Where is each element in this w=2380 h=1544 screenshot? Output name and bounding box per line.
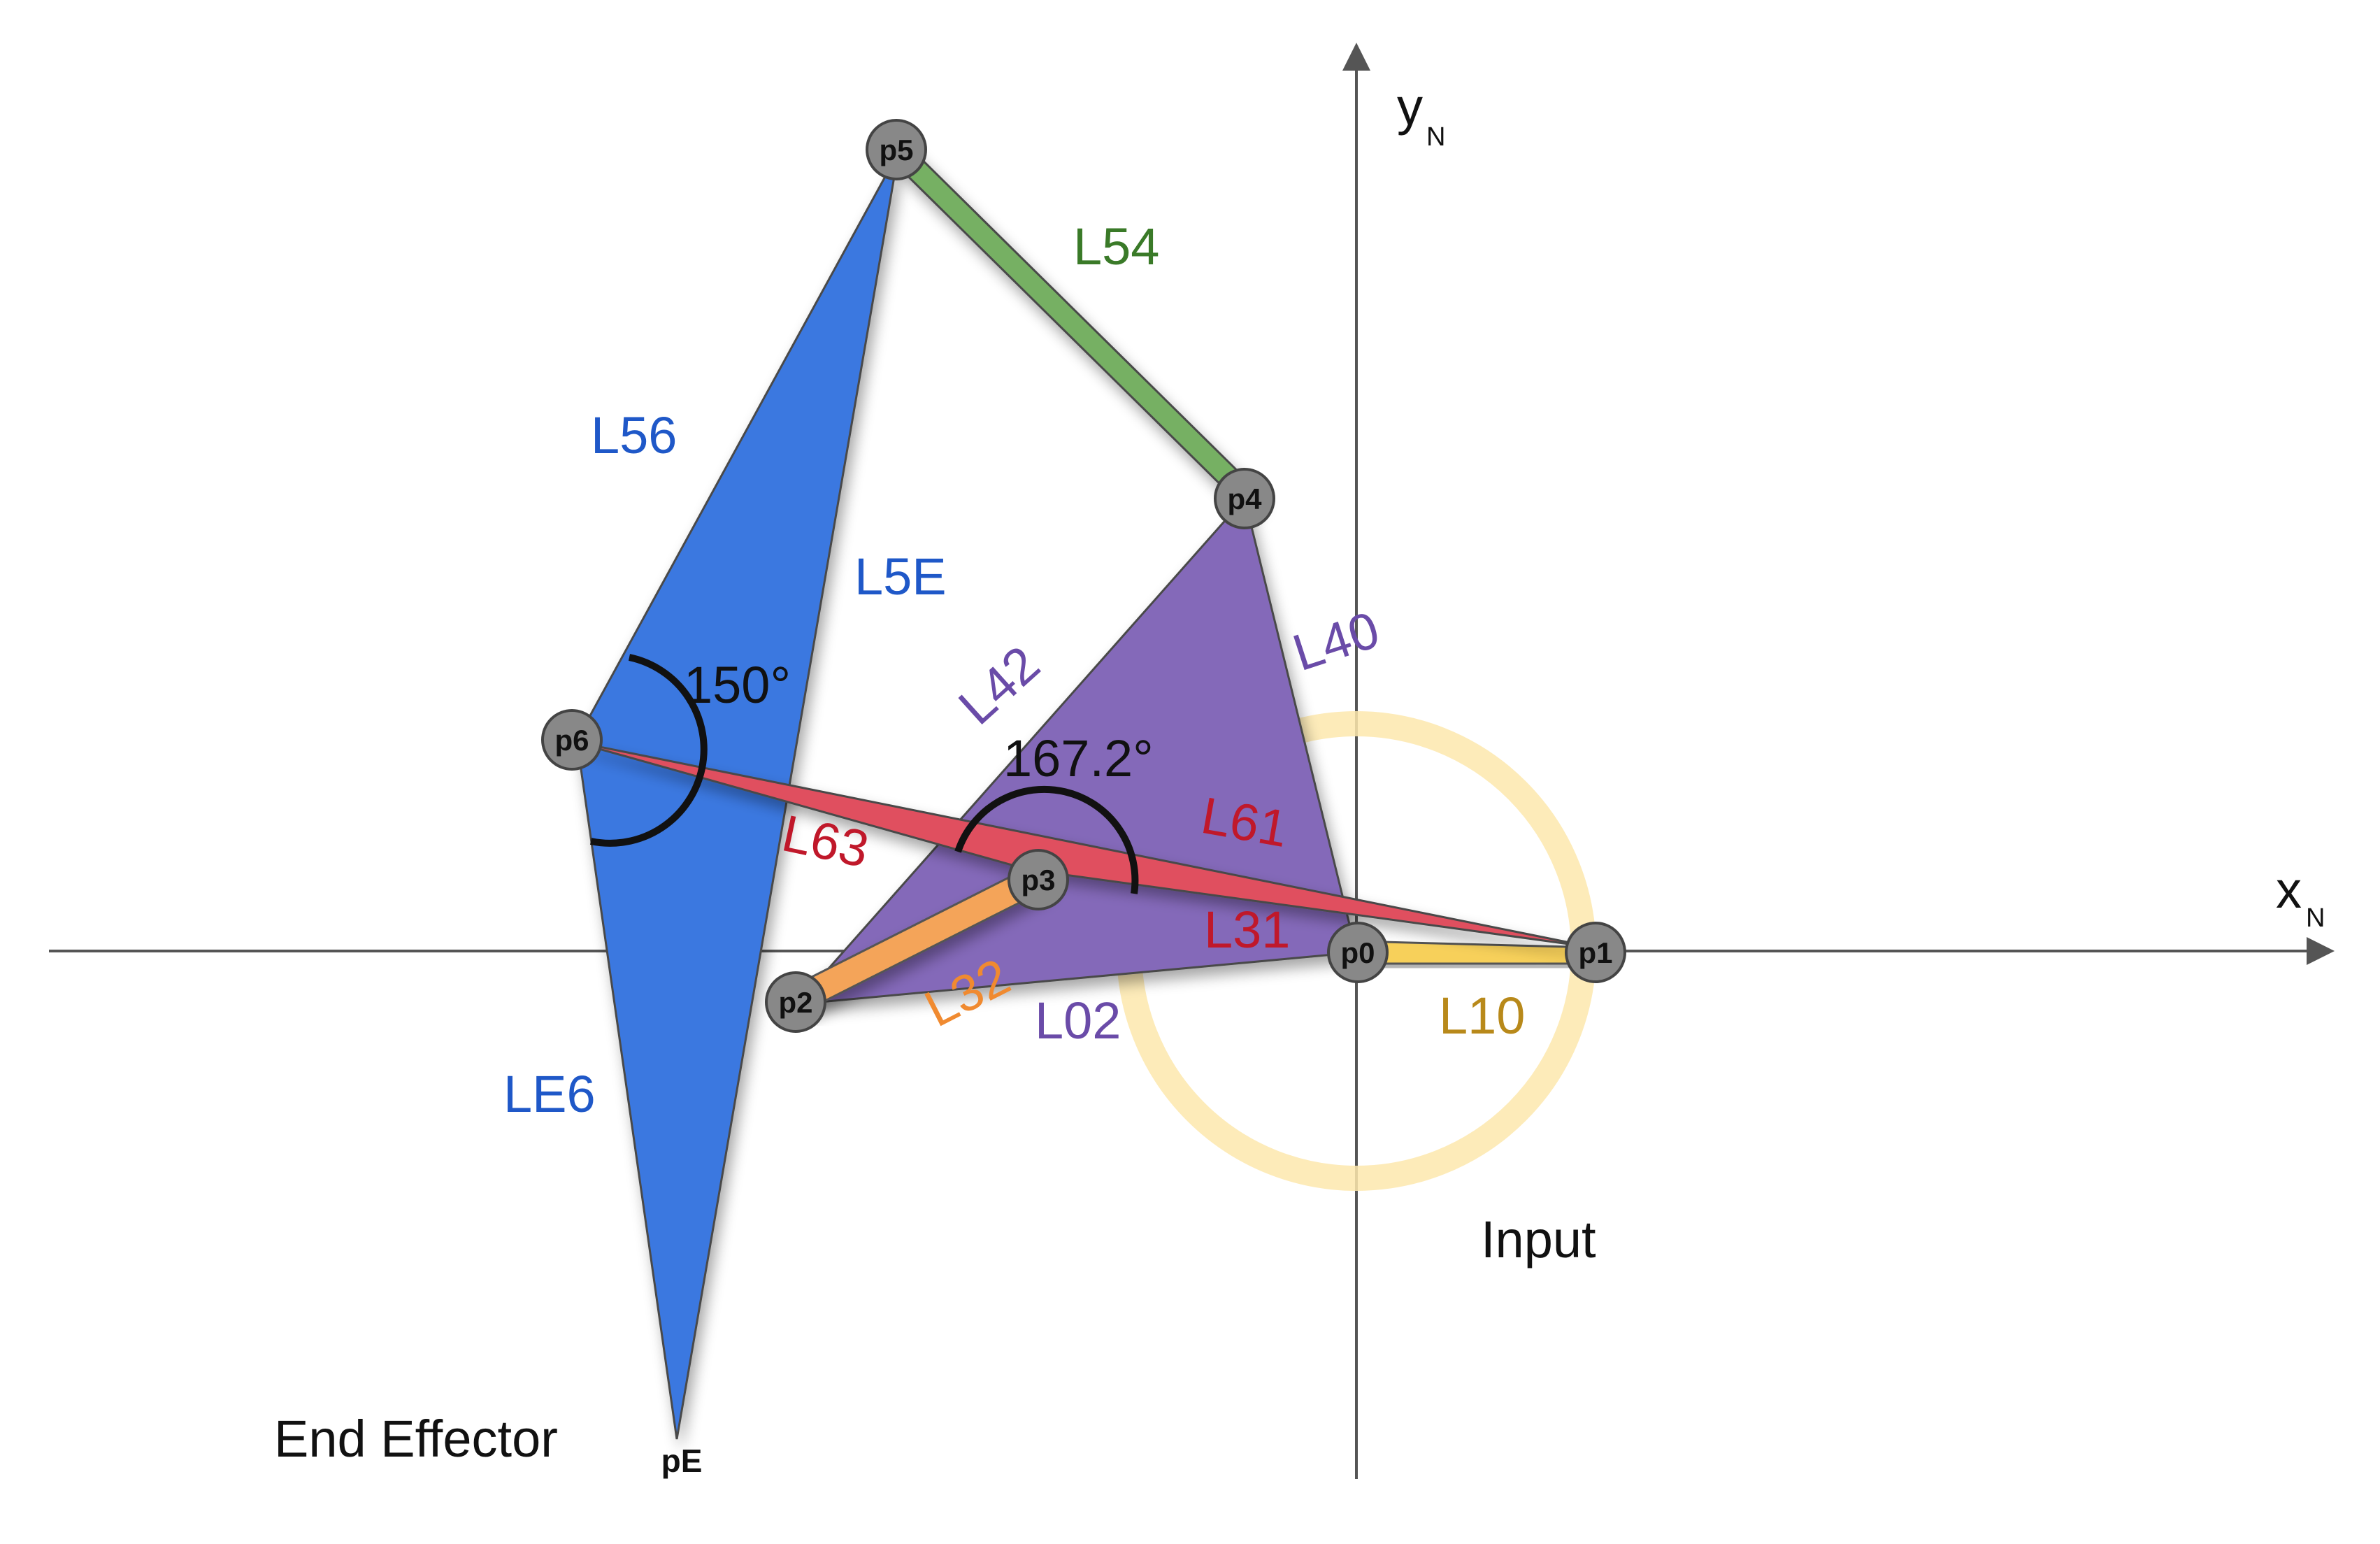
x-axis-subscript: N [2306,903,2325,933]
label-L02: L02 [1035,992,1121,1050]
angle-label-150: 150° [684,656,791,714]
y-axis-subscript: N [1426,122,1445,152]
angle-arc-150 [589,654,708,847]
link-orange-fill [781,867,1047,1014]
angle-arc-167 [954,785,1139,894]
label-L10: L10 [1439,987,1525,1045]
y-axis-label: y N [1397,78,1445,152]
link-body-blue [575,152,900,1440]
label-LE6: LE6 [503,1065,596,1123]
node-p4: p4 [1214,468,1275,529]
label-L31: L31 [1204,901,1290,959]
link-yellow [1355,940,1596,965]
node-label-p2: p2 [778,986,812,1019]
label-L5E: L5E [854,548,947,606]
node-p3: p3 [1008,849,1069,910]
node-label-p4: p4 [1227,482,1262,515]
node-label-p1: p1 [1578,936,1612,969]
node-label-p5: p5 [879,134,913,166]
node-p2: p2 [765,971,826,1033]
node-label-p0: p0 [1340,936,1375,969]
label-L54: L54 [1073,217,1159,276]
node-p1: p1 [1565,922,1626,983]
x-axis-label: x N [2276,861,2325,933]
input-label: Input [1481,1210,1596,1268]
label-L56: L56 [591,406,677,464]
node-p6: p6 [541,709,603,771]
node-label-p3: p3 [1021,864,1055,896]
x-axis-letter: x [2276,861,2302,919]
y-axis-letter: y [1397,78,1423,136]
label-L42: L42 [947,635,1050,736]
node-p0: p0 [1327,922,1389,983]
node-label-p6: p6 [554,724,589,757]
angle-label-167: 167.2° [1003,729,1154,787]
link-body-red [571,740,1595,949]
label-L40: L40 [1286,600,1386,682]
link-green-fill [884,137,1258,506]
node-label-pE: pE [661,1443,703,1479]
end-effector-label: End Effector [274,1410,558,1468]
node-p5: p5 [866,119,927,180]
